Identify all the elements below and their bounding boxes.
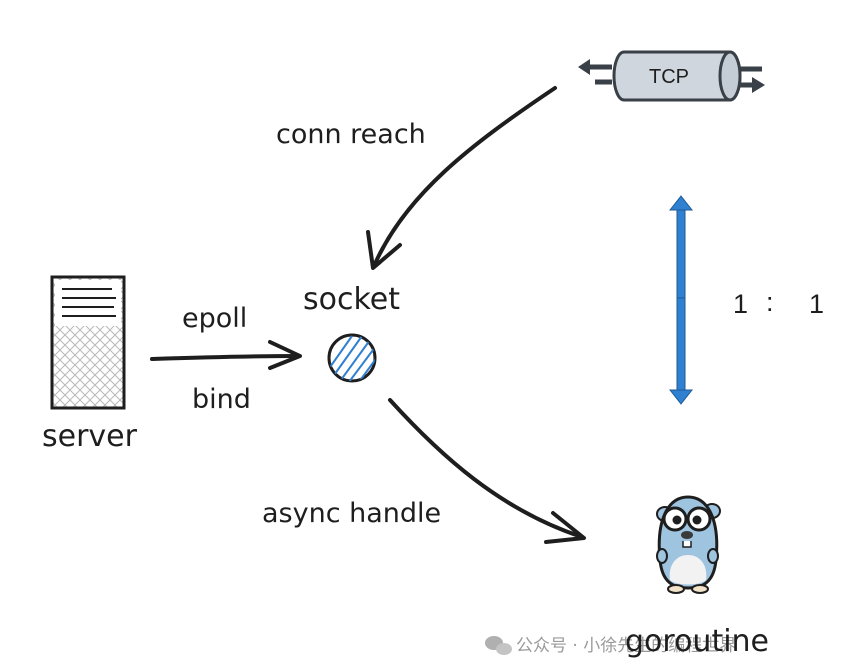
tcp-label: TCP — [649, 66, 689, 88]
ratio-right: 1 — [809, 289, 824, 319]
conn-reach-arrow — [366, 86, 557, 270]
tcp-node: TCP — [578, 50, 765, 102]
conn-reach-label: conn reach — [276, 119, 426, 150]
watermark-text: 公众号 · 小徐先生的编程世界 — [516, 636, 736, 656]
bind-label: bind — [192, 384, 251, 415]
async-handle-arrow — [388, 398, 586, 544]
epoll-label: epoll — [182, 303, 247, 334]
socket-node — [327, 333, 377, 383]
async-handle-label: async handle — [262, 498, 441, 529]
cylinder-icon — [612, 50, 742, 102]
ratio-left: 1 — [733, 289, 748, 319]
epoll-bind-arrow — [150, 340, 302, 370]
socket-label: socket — [303, 282, 400, 317]
one-to-one-double-arrow — [668, 195, 694, 405]
server-node — [50, 275, 126, 410]
server-icon — [50, 275, 126, 410]
server-label: server — [42, 419, 138, 454]
goroutine-label: goroutine — [625, 624, 769, 659]
gopher-icon — [656, 495, 721, 594]
ratio-separator: : — [766, 287, 774, 317]
watermark: 公众号 · 小徐先生的编程世界 — [485, 636, 736, 656]
wechat-icon — [485, 636, 512, 655]
